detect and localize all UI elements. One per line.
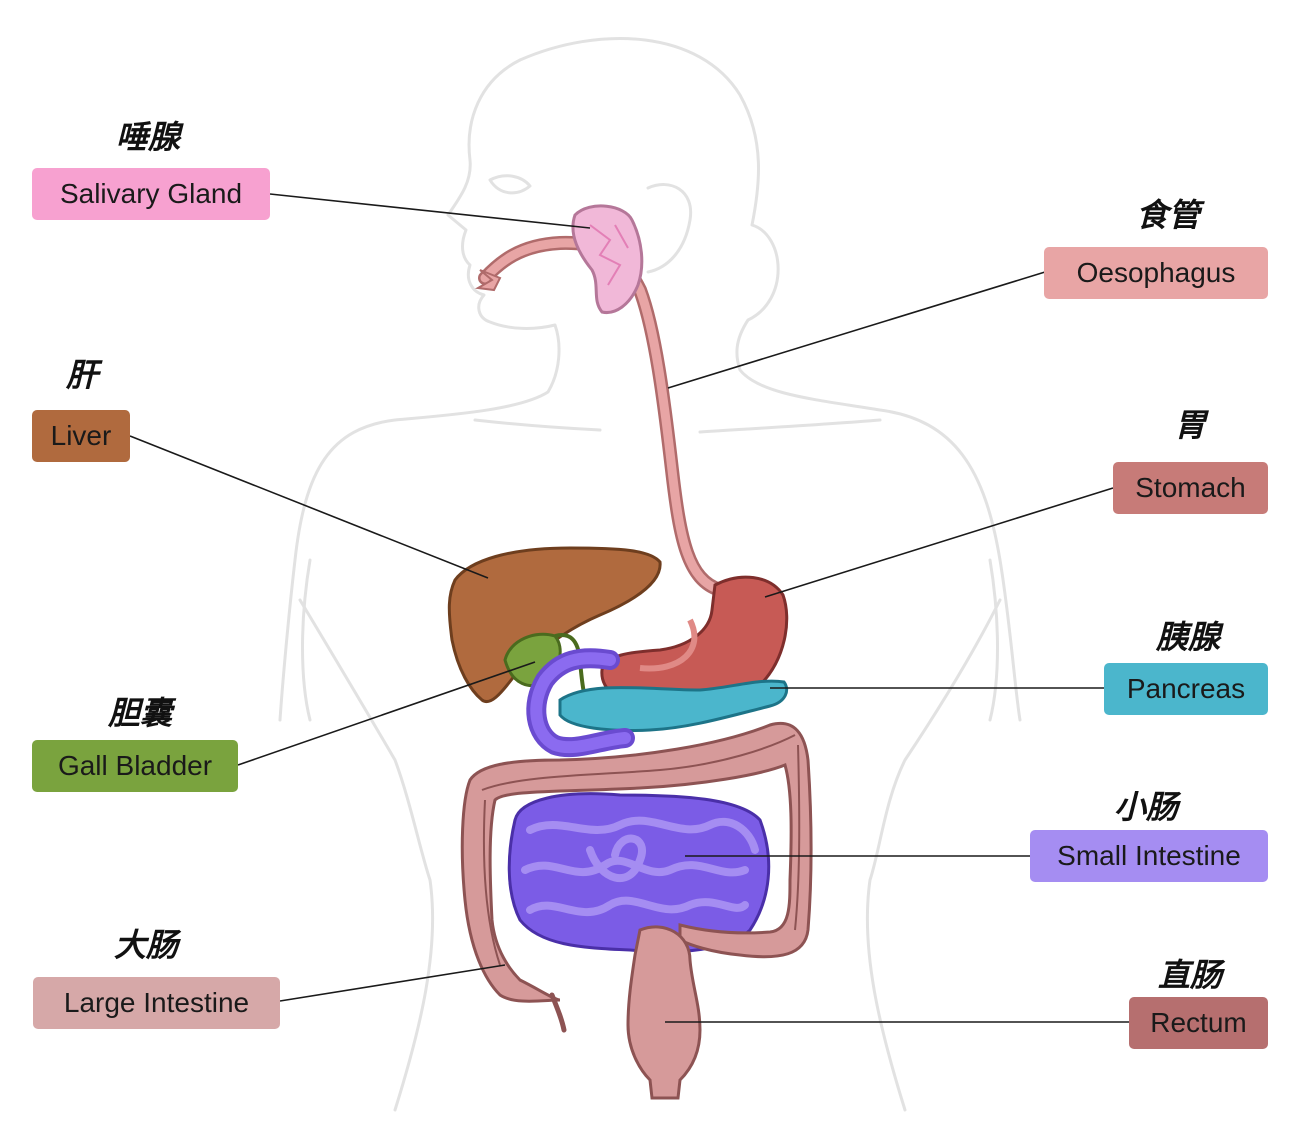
small-intestine-coils [521,816,759,917]
salivary-gland-label: Salivary Gland [32,168,270,220]
head-outline [518,37,1022,722]
rectum-label: Rectum [1129,997,1268,1049]
body-outline [278,37,1022,1112]
mouth-shape [474,269,502,292]
coil-3 [526,896,749,917]
arm-right [988,558,999,722]
chest-line-left [473,418,602,432]
leader-line-oesophagus [667,271,1046,389]
stomach-cn-label: 胃 [1173,406,1207,444]
pancreas-shape [558,679,789,732]
leader-line-gall-bladder [237,661,536,766]
liver-label: Liver [32,410,130,462]
coil-4 [586,834,646,883]
pancreas-label: Pancreas [1104,663,1268,715]
large-intestine-band [481,734,801,966]
leader-lines [129,193,1130,1023]
coil-1 [526,816,759,854]
small-intestine-label: Small Intestine [1030,830,1268,882]
leader-line-liver [129,435,489,579]
eye-outline [488,174,532,195]
stomach-highlight [639,618,698,672]
gall-bladder-cn-label: 胆囊 [107,694,173,732]
rectum-shape [626,925,702,1100]
salivary-gland-texture [589,224,629,286]
arm-left [301,558,312,722]
oesophagus-label: Oesophagus [1044,247,1268,299]
left-torso-outline [298,598,435,1112]
leader-line-large-intestine [279,964,506,1002]
large-intestine-shape [460,722,813,1003]
large-intestine-label: Large Intestine [33,977,280,1029]
ear-outline [646,183,693,274]
stomach-label: Stomach [1113,462,1268,514]
pancreas-cn-label: 胰腺 [1155,618,1221,656]
large-intestine-cn-label: 大肠 [113,926,179,964]
rectum-cn-label: 直肠 [1157,956,1223,994]
liver-shape [447,546,662,703]
duodenum-inner [530,652,631,754]
small-intestine-cn-label: 小肠 [1113,788,1179,826]
oesophagus-cn-label: 食管 [1135,196,1201,234]
leader-line-salivary [269,193,591,229]
coil-2 [521,856,749,877]
chest-line-right [698,418,882,434]
liver-cn-label: 肝 [65,356,99,394]
appendix-shape [549,992,567,1033]
oesophagus-inner [480,238,725,595]
right-torso-outline [865,598,1002,1112]
gall-bladder-label: Gall Bladder [32,740,238,792]
salivary-gland-cn-label: 唾腺 [115,118,181,156]
leader-line-stomach [764,487,1114,598]
face-outline [278,58,561,722]
